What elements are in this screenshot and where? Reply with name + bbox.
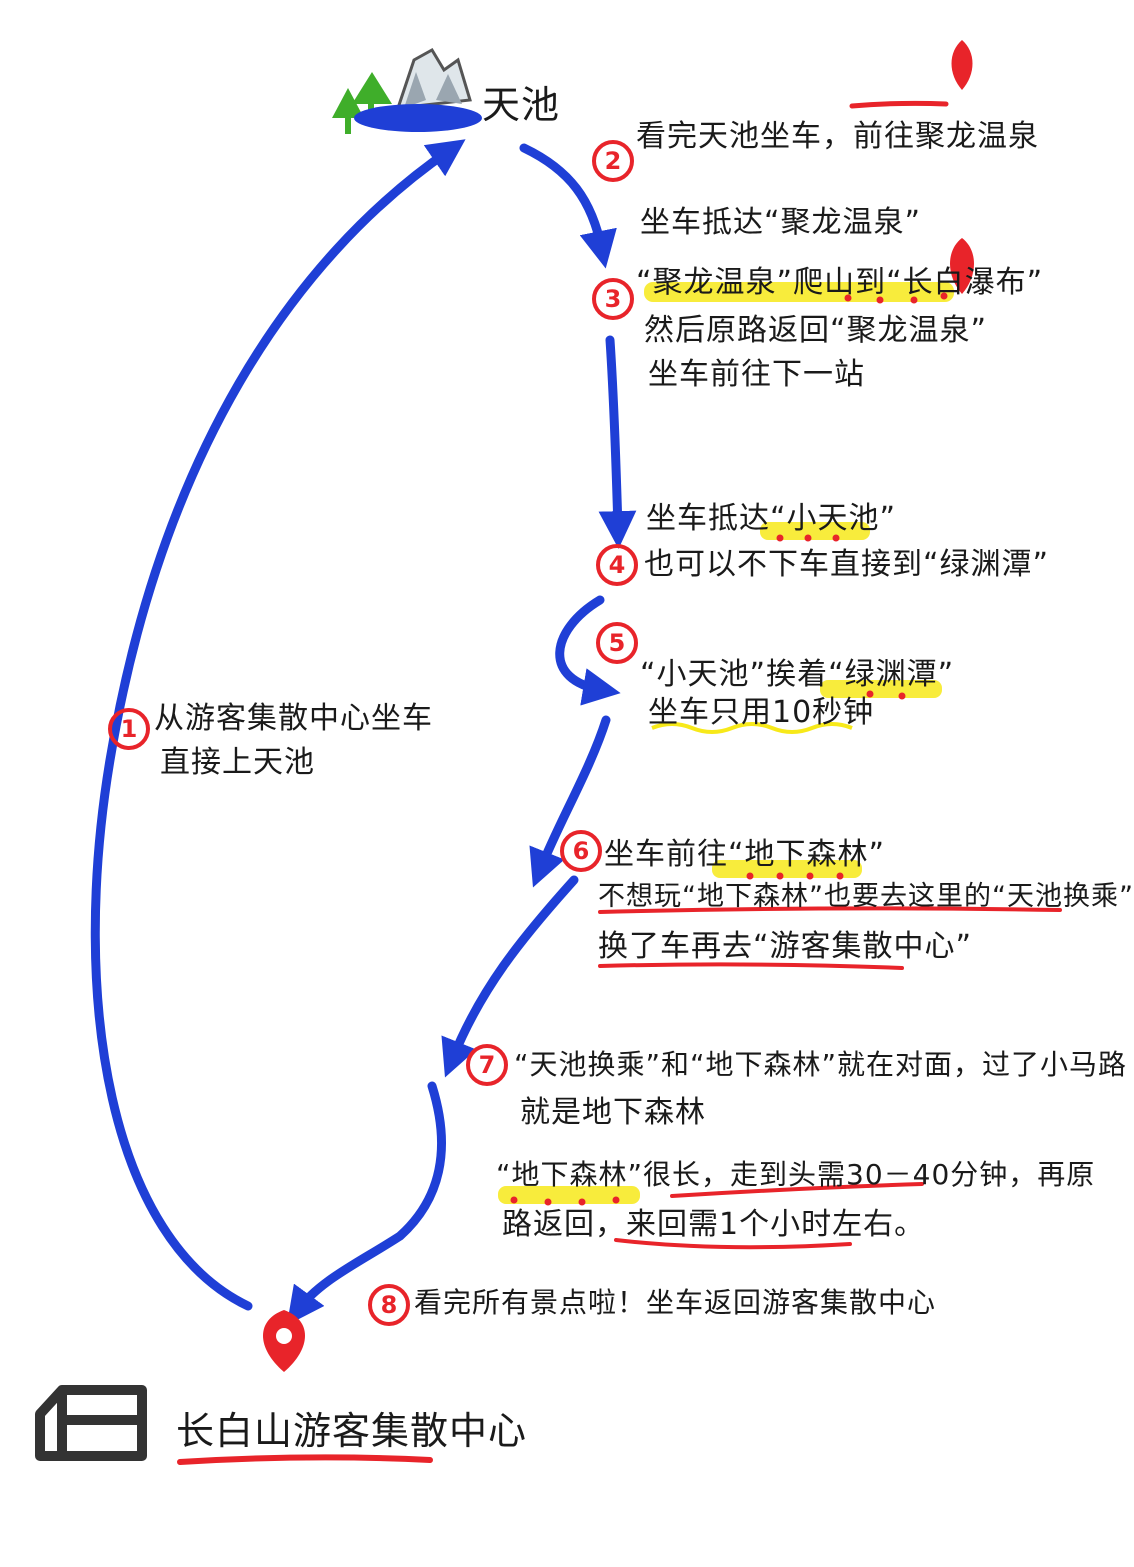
step6-line1: 坐车前往“地下森林” [604, 837, 886, 872]
step7-line1: “天池换乘”和“地下森林”就在对面，过了小马路 [514, 1048, 1128, 1081]
place-label-center: 长白山游客集散中心 [176, 1409, 528, 1453]
underline-s6-line2 [598, 906, 1062, 914]
step-badge-1: 1 [108, 708, 150, 750]
arrow-tianchi-to-julong [519, 143, 617, 269]
step1-line2: 直接上天池 [160, 745, 315, 780]
highlight-s3-line1 [644, 282, 954, 302]
underline-10s [651, 722, 853, 734]
highlight-lvyuantan [820, 680, 942, 698]
step6-line2: 不想玩“地下森林”也要去这里的“天池换乘” [598, 881, 1134, 912]
step-badge-6: 6 [560, 830, 602, 872]
step1-line1: 从游客集散中心坐车 [154, 701, 433, 736]
arrive-xiaotianchi: 坐车抵达“小天池” [646, 501, 897, 536]
step3-line3: 坐车前往下一站 [648, 357, 865, 392]
step-badge-5: 5 [596, 622, 638, 664]
house-icon [35, 1385, 147, 1461]
arrow-center-to-tianchi [90, 139, 466, 1311]
step-badge-4: 4 [596, 544, 638, 586]
highlight-dixia-2 [498, 1186, 640, 1204]
underline-30-40 [670, 1182, 924, 1198]
arrow-julong-to-xiaotianchi [598, 335, 637, 549]
arrow-dixia-to-huancheng [441, 875, 579, 1078]
step-badge-7: 7 [466, 1044, 508, 1086]
highlight-xiaotianchi [760, 522, 870, 540]
step5-line1: “小天池”挨着“绿渊潭” [640, 657, 955, 692]
step4-line1: 也可以不下车直接到“绿渊潭” [644, 547, 1050, 582]
arrow-huancheng-to-center [286, 1081, 446, 1326]
place-label-tianchi: 天池 [482, 83, 561, 127]
step8-line1: 看完所有景点啦！坐车返回游客集散中心 [414, 1286, 937, 1319]
route-arrows [90, 139, 637, 1326]
step2-line1: 看完天池坐车，前往聚龙温泉 [636, 119, 1039, 154]
step-badge-8: 8 [368, 1284, 410, 1326]
step-badge-2: 2 [592, 140, 634, 182]
pin-waterfall [950, 238, 974, 294]
underline-center [177, 1454, 433, 1465]
underline-julong [849, 100, 949, 109]
pin-julong [951, 40, 973, 90]
arrow-lvyuantan-to-dixia [529, 715, 611, 888]
step7-line3: “地下森林”很长，走到头需30－40分钟，再原 [496, 1158, 1096, 1191]
step3-line1: “聚龙温泉”爬山到“长白瀑布” [636, 265, 1044, 300]
highlights [177, 100, 1062, 1465]
underline-1hour [614, 1238, 852, 1250]
step6-line3: 换了车再去“游客集散中心” [598, 929, 973, 964]
arrive-julong: 坐车抵达“聚龙温泉” [640, 205, 922, 240]
step-badge-3: 3 [592, 278, 634, 320]
arrow-xiaotianchi-to-lvyuantan [555, 595, 621, 706]
mountain-lake-icon [332, 47, 482, 134]
step7-line2: 就是地下森林 [520, 1095, 706, 1130]
map-pin-icon [263, 40, 974, 1372]
route-map-canvas [35, 40, 1062, 1465]
underline-s6-line3 [598, 962, 904, 970]
step7-line4: 路返回，来回需1个小时左右。 [502, 1207, 926, 1242]
step3-line2: 然后原路返回“聚龙温泉” [644, 313, 988, 348]
step5-line2: 坐车只用10秒钟 [648, 695, 875, 730]
